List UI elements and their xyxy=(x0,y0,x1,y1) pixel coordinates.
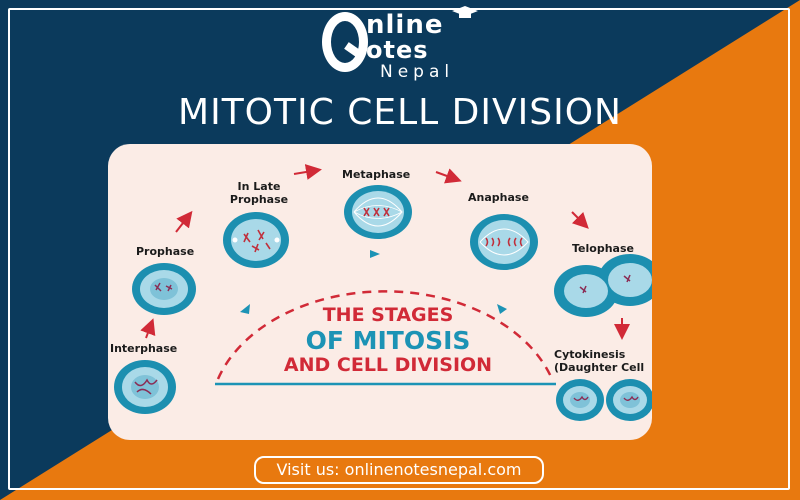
logo-o-icon xyxy=(322,12,368,72)
late-prophase-cell-icon xyxy=(223,212,289,268)
heading-line-2: OF MITOSIS xyxy=(305,326,471,355)
prophase-cell-icon xyxy=(132,263,196,315)
logo-word-notes: otes xyxy=(366,36,429,64)
arrow-to-late-prophase-icon xyxy=(175,210,193,233)
white-frame xyxy=(8,8,790,490)
logo-word-nepal: Nepal xyxy=(380,62,455,82)
mitosis-diagram-card: Interphase Prophase In Late Prophase Met… xyxy=(108,144,652,440)
label-late-prophase: In Late Prophase xyxy=(229,180,289,206)
telophase-cell-icon xyxy=(554,254,652,317)
label-prophase: Prophase xyxy=(136,245,195,258)
daughter-cells-icon xyxy=(556,379,652,421)
arrow-to-anaphase-icon xyxy=(435,168,462,184)
label-metaphase: Metaphase xyxy=(342,168,411,181)
metaphase-cell-icon xyxy=(344,185,412,239)
arch-arrow-top-icon xyxy=(370,250,380,258)
cycle-arch xyxy=(216,290,554,380)
label-anaphase: Anaphase xyxy=(468,191,529,204)
label-cytokinesis: Cytokinesis (Daughter Cell xyxy=(554,348,645,374)
label-interphase: Interphase xyxy=(110,342,178,355)
interphase-cell-icon xyxy=(114,360,176,414)
visit-us-link[interactable]: Visit us: onlinenotesnepal.com xyxy=(254,456,544,484)
logo-word-online: nline xyxy=(366,10,444,40)
arrow-to-prophase-icon xyxy=(140,318,156,339)
arch-arrow-left-icon xyxy=(240,304,250,314)
anaphase-cell-icon xyxy=(470,214,538,270)
arrow-to-telophase-icon xyxy=(571,211,589,229)
arrow-to-metaphase-icon xyxy=(293,164,322,180)
heading-line-3: AND CELL DIVISION xyxy=(283,354,493,376)
graduation-cap-icon xyxy=(452,6,478,18)
logo: nline otes Nepal xyxy=(318,6,488,88)
label-telophase: Telophase xyxy=(572,242,634,255)
heading-line-1: THE STAGES xyxy=(322,304,454,326)
arch-arrow-right-icon xyxy=(497,304,507,314)
mitosis-diagram xyxy=(114,164,652,421)
page-title: MITOTIC CELL DIVISION xyxy=(178,92,622,133)
